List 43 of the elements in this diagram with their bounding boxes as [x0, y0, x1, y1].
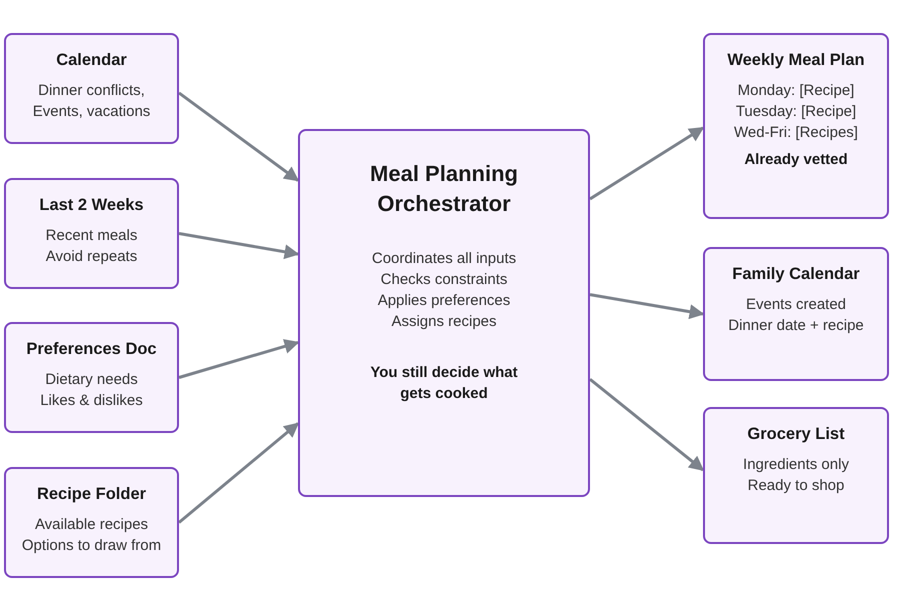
box-text: Dinner date + recipe	[728, 316, 864, 336]
arrow	[589, 378, 704, 472]
arrow	[589, 126, 704, 200]
process-box	[703, 247, 889, 381]
box-heading: Last 2 Weeks	[39, 195, 144, 216]
box-text: Ingredients only	[743, 455, 849, 476]
arrow	[178, 232, 300, 260]
box-text: Available recipes	[34, 515, 148, 536]
process-box	[4, 322, 179, 433]
box-text: Dietary needs	[45, 370, 138, 390]
box-text: Events created	[746, 295, 846, 316]
box-heading: Calendar	[56, 50, 127, 71]
box-text: Assigns recipes	[391, 312, 497, 332]
box-text: Recent meals	[46, 226, 138, 246]
arrow	[178, 422, 300, 524]
arrow	[178, 92, 300, 182]
box-heading: Recipe Folder	[36, 484, 146, 505]
arrow	[178, 339, 300, 379]
box-text: Wed-Fri: [Recipes]	[734, 123, 858, 144]
box-heading: Preferences Doc	[26, 339, 157, 360]
box-text: Options to draw from	[22, 536, 162, 556]
box-heading: Weekly Meal Plan	[727, 50, 865, 71]
process-box	[4, 178, 179, 289]
process-box	[298, 129, 590, 497]
box-text: Checks constraints	[380, 270, 508, 290]
emphasis-note: Already vetted	[744, 150, 848, 170]
process-box	[703, 33, 889, 219]
emphasis-note: You still decide what gets cooked	[369, 363, 519, 404]
box-text: Coordinates all inputs	[372, 249, 516, 270]
box-heading: Family Calendar	[732, 264, 860, 285]
box-text: Likes & dislikes	[40, 391, 143, 412]
box-text: Ready to shop	[748, 476, 844, 496]
arrow	[590, 293, 704, 320]
box-text: Dinner conflicts, Events, vacations	[32, 81, 152, 122]
process-box	[4, 33, 179, 144]
box-text: Monday: [Recipe]	[738, 81, 854, 102]
box-heading: Grocery List	[747, 424, 845, 445]
box-text: Applies preferences	[378, 291, 510, 312]
box-text: Tuesday: [Recipe]	[736, 102, 856, 122]
process-box	[4, 467, 179, 578]
process-box	[703, 407, 889, 544]
box-text: Avoid repeats	[46, 247, 138, 268]
box-heading: Meal Planning Orchestrator	[369, 160, 519, 218]
